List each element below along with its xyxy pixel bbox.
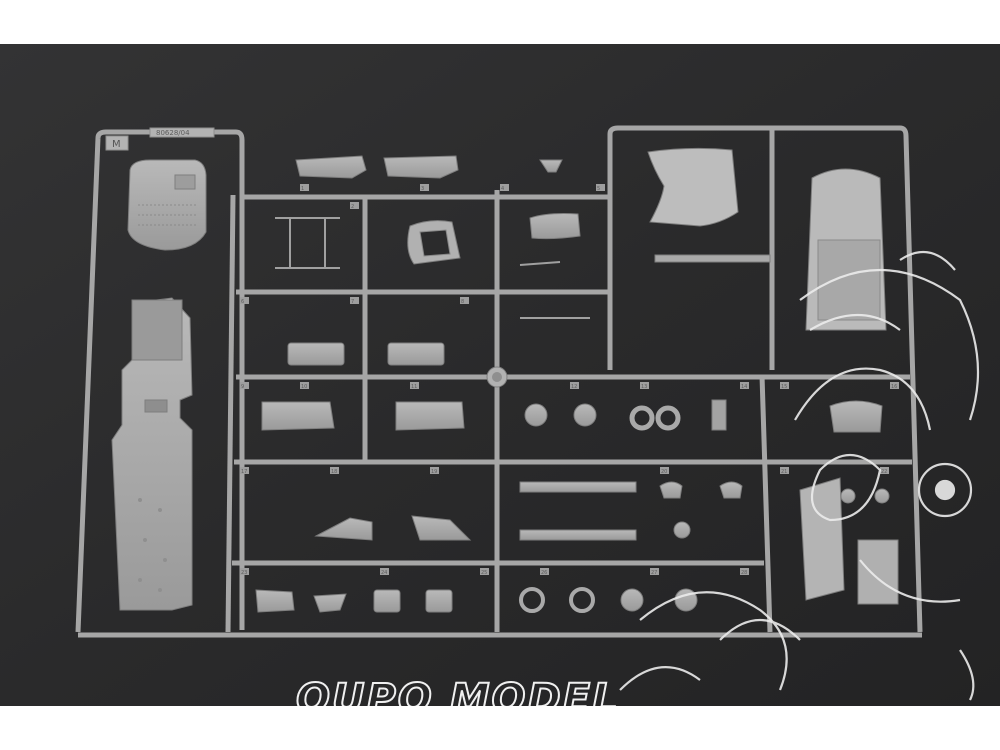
part-number-label: 12	[571, 384, 577, 390]
part-number-label: 14	[741, 384, 747, 390]
part-number-label: 27	[651, 570, 657, 576]
housing-part	[395, 401, 465, 431]
part-number-label: 2	[351, 204, 354, 210]
curved-plate-part	[529, 213, 581, 240]
part-number-label: 21	[781, 469, 787, 475]
strip-part	[519, 481, 637, 493]
binocular-part	[629, 405, 681, 431]
part-number-label: 19	[431, 469, 437, 475]
part-number-label: 16	[891, 384, 897, 390]
part-number-label: 15	[781, 384, 787, 390]
part-number-label: 10	[301, 384, 307, 390]
part-number-label: 6	[241, 299, 244, 305]
part-number-label: 9	[241, 384, 244, 390]
part-number-label: 28	[741, 570, 747, 576]
wedge-part	[411, 515, 472, 541]
part-number-label: 23	[241, 570, 247, 576]
plastic-parts	[111, 147, 899, 613]
watermark-mascot	[619, 250, 980, 701]
part-number-label: 5	[597, 186, 600, 192]
sprue-code: 80628/04	[156, 129, 190, 137]
part-number-label: 17	[241, 469, 247, 475]
part-number-label: 26	[541, 570, 547, 576]
block-part	[387, 342, 445, 366]
part-number-tags	[240, 184, 899, 575]
housing-part	[261, 401, 335, 431]
part-number-label: 20	[661, 469, 667, 475]
knob-part	[539, 159, 563, 173]
bracket-part	[295, 155, 367, 179]
part-number-label: 24	[381, 570, 387, 576]
watermark-text: OUPO MODEL	[296, 676, 620, 706]
sprue-letter: M	[112, 139, 121, 150]
bracket-part	[383, 155, 459, 179]
part-number-label: 18	[331, 469, 337, 475]
block-part	[287, 342, 345, 366]
sphere-part	[524, 403, 548, 427]
part-number-label: 1	[301, 186, 304, 192]
sprue-frame	[75, 125, 923, 638]
part-number-label: 13	[641, 384, 647, 390]
wedge-part	[314, 517, 373, 541]
part-number-label: 7	[351, 299, 354, 305]
sphere-part	[573, 403, 597, 427]
part-number-label: 22	[881, 469, 887, 475]
part-number-label: 8	[461, 299, 464, 305]
sprue-photo: M 80628/04	[0, 44, 1000, 706]
strip-part	[519, 529, 637, 541]
part-number-label: 25	[481, 570, 487, 576]
part-number-label: 11	[411, 384, 417, 390]
deck-floor-part	[111, 297, 193, 611]
gun-shield-part	[647, 147, 739, 227]
part-number-label: 3	[421, 186, 424, 192]
part-number-label: 4	[501, 186, 504, 192]
sprue-label: M 80628/04	[105, 127, 215, 151]
